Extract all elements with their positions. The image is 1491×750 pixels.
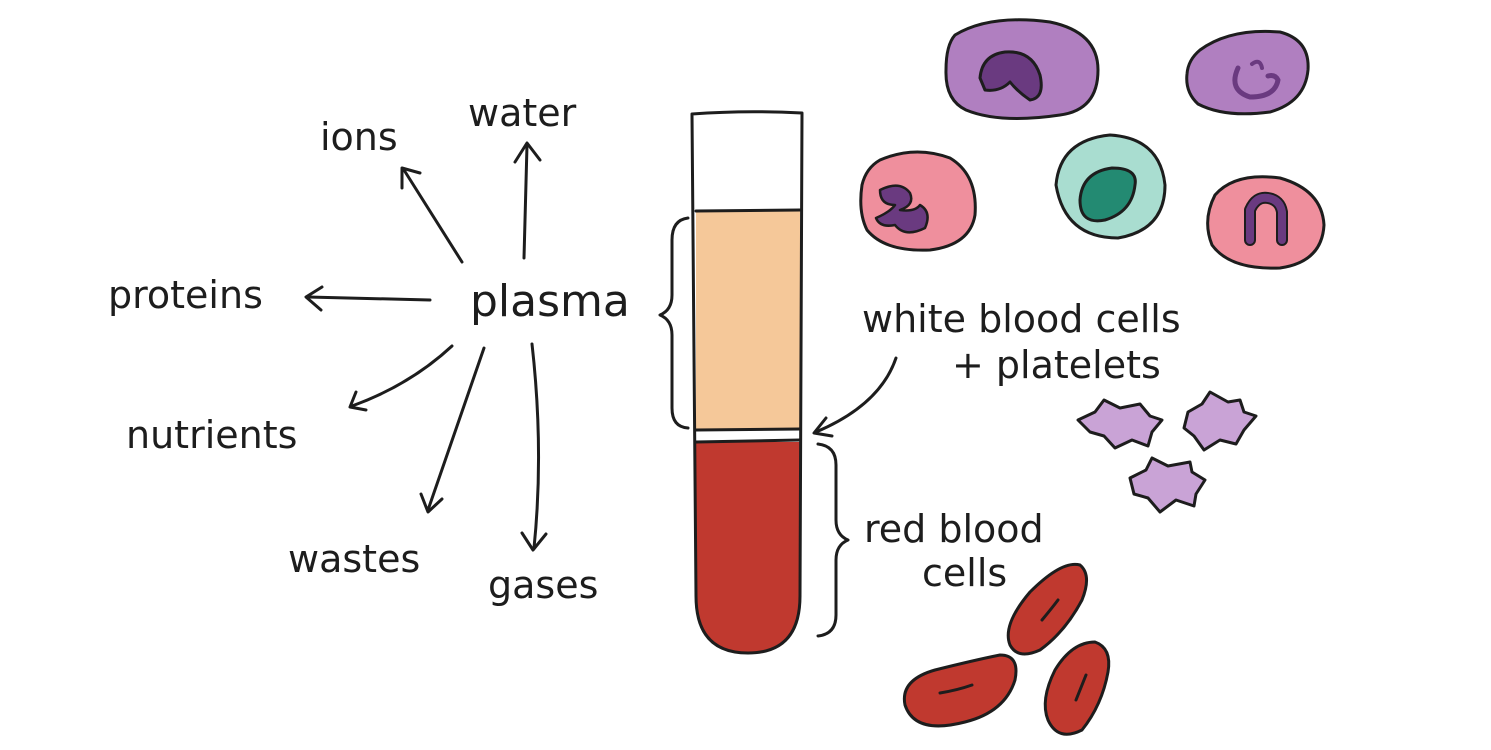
label-nutrients: nutrients (126, 413, 297, 457)
platelets (1076, 390, 1258, 514)
buffy-coat-line-bottom (694, 438, 802, 444)
arrow-to-ions (402, 168, 464, 264)
platelet-3 (1128, 456, 1207, 514)
arrow-to-wastes (426, 346, 486, 512)
white-cell-teal (1054, 133, 1167, 240)
label-gases: gases (488, 563, 598, 607)
white-cell-purple-large (944, 18, 1100, 121)
label-cells: cells (922, 551, 1007, 595)
label-wastes: wastes (288, 537, 420, 581)
red-cell-lower-left (902, 653, 1018, 728)
label-platelets: + platelets (952, 343, 1161, 387)
arrow-to-buffy-coat (814, 356, 898, 434)
plasma-arrows (304, 141, 548, 552)
test-tube (690, 110, 804, 655)
white-cell-pink-right (1206, 175, 1326, 270)
white-cell-pink-left (859, 150, 977, 252)
red-cells-brace (816, 442, 850, 638)
label-proteins: proteins (108, 273, 263, 317)
plasma-brace (658, 216, 690, 430)
arrow-to-gases (530, 342, 541, 550)
tube-outline (690, 110, 804, 655)
red-blood-cells (902, 562, 1111, 736)
white-cell-purple-small (1185, 29, 1310, 116)
plasma-layer (696, 211, 800, 429)
red-cell-lower-right (1043, 640, 1111, 736)
arrow-to-nutrients (350, 344, 454, 408)
red-cell-upper (1006, 562, 1088, 656)
white-blood-cells (859, 18, 1326, 270)
label-red-blood: red blood (864, 507, 1044, 551)
buffy-coat-line-top (694, 427, 802, 432)
label-ions: ions (320, 115, 398, 159)
plasma-label: plasma (470, 276, 630, 327)
plasma-top-line (694, 208, 802, 213)
label-water: water (468, 91, 577, 135)
arrow-to-proteins (306, 295, 432, 302)
red-blood-cell-layer (696, 442, 800, 652)
arrow-to-water (522, 143, 529, 260)
platelet-1 (1076, 398, 1164, 450)
platelet-2 (1182, 390, 1258, 452)
label-white-blood-cells: white blood cells (862, 297, 1181, 341)
